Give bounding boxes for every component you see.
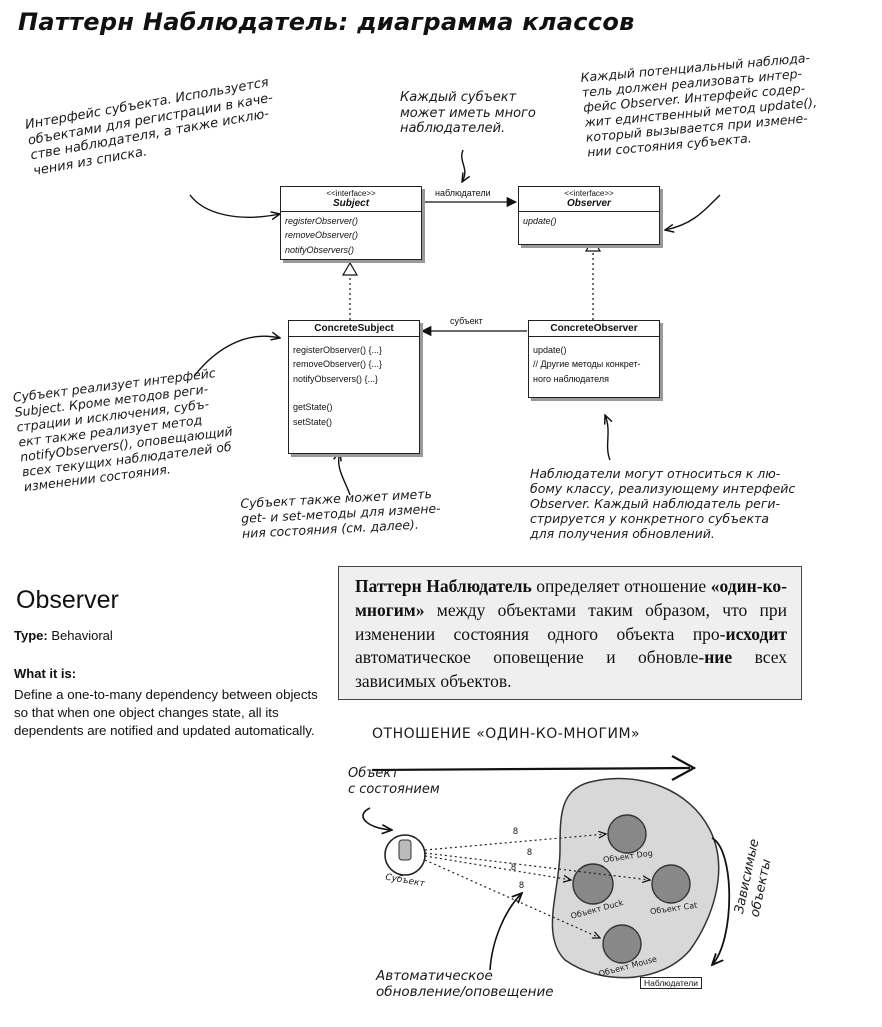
note-arrow-getset: [339, 452, 351, 496]
concrete-observer-name: ConcreteObserver: [550, 323, 638, 334]
concrete-subject-class: ConcreteSubject registerObserver() {...}…: [288, 320, 420, 454]
concrete-observer-class: ConcreteObserver update() // Другие мето…: [528, 320, 660, 398]
observers-tag: Наблюдатели: [640, 977, 702, 989]
note-arrow-subject: [189, 194, 280, 217]
definition-text: Паттерн Наблюдатель определяет отношение…: [355, 576, 788, 692]
value-duck: 8: [511, 862, 517, 872]
state-object-arrow: [362, 807, 392, 830]
object-duck-circle: [572, 863, 614, 905]
auto-update-arrow: [489, 893, 522, 971]
auto-update-label: Автоматическое обновление/оповещение: [376, 968, 554, 1001]
relation-label: ОТНОШЕНИЕ «ОДИН-КО-МНОГИМ»: [372, 726, 641, 742]
object-mouse-circle: [602, 924, 642, 964]
observer-description: Define a one-to-many dependency between …: [14, 687, 318, 738]
note-arrow-observer: [665, 194, 721, 230]
subject-method: removeObserver(): [285, 230, 359, 241]
subject-method: notifyObservers(): [285, 244, 355, 255]
note-arrow-many: [462, 149, 465, 182]
concrete-subject-method: registerObserver() {...}: [293, 345, 383, 355]
subject-method: registerObserver(): [285, 216, 359, 226]
object-dog-circle: [607, 814, 647, 854]
note-arrow-concrete-subject: [194, 336, 280, 376]
concrete-subject-method: setState(): [293, 416, 333, 427]
realize-subject-triangle: [341, 261, 359, 276]
concrete-subject-name: ConcreteSubject: [314, 323, 394, 334]
observer-what-label: What it is:: [14, 666, 77, 681]
note-arrow-concrete-observer: [605, 415, 610, 461]
concrete-subject-method: notifyObservers() {...}: [293, 373, 379, 384]
observer-method: update(): [523, 216, 557, 226]
observer-stereotype: <<interface>>: [564, 189, 614, 198]
concrete-observer-method: update(): [533, 345, 567, 355]
observer-name: Observer: [567, 198, 611, 209]
observer-heading: Observer: [16, 586, 119, 614]
page-title: Паттерн Наблюдатель: диаграмма классов: [18, 8, 635, 36]
realize-observer-triangle: [584, 237, 602, 252]
value-mouse: 8: [519, 880, 525, 890]
notify-line-dog: [424, 834, 606, 851]
concrete-subject-method: removeObserver() {...}: [293, 359, 383, 370]
object-with-state-label: Объект с состоянием: [348, 766, 440, 797]
observer-type: Type: Behavioral: [14, 628, 113, 643]
relation-arrow: [371, 766, 691, 772]
note-concrete-observer: Наблюдатели могут относиться к лю- бому …: [530, 466, 796, 541]
subject-stereotype: <<interface>>: [326, 189, 376, 198]
dependents-blob: [551, 777, 720, 979]
observer-class: <<interface>> Observer update(): [518, 186, 660, 245]
object-cat-circle: [651, 864, 691, 904]
subject-name: Subject: [332, 198, 370, 209]
definition-box: Паттерн Наблюдатель определяет отношение…: [338, 566, 802, 700]
assoc-observers-label: наблюдатели: [435, 188, 491, 198]
concrete-subject-method: getState(): [293, 402, 333, 413]
assoc-subject-label: субъект: [450, 316, 483, 326]
dependents-brace: [712, 837, 731, 965]
value-dog: 8: [513, 826, 519, 836]
note-many-observers: Каждый субъект может иметь много наблюда…: [400, 90, 536, 137]
concrete-observer-method: ного наблюдателя: [533, 373, 610, 384]
value-cat: 8: [527, 847, 533, 857]
concrete-observer-method: // Другие методы конкрет-: [533, 359, 641, 370]
subject-class: <<interface>> Subject registerObserver()…: [280, 186, 422, 261]
